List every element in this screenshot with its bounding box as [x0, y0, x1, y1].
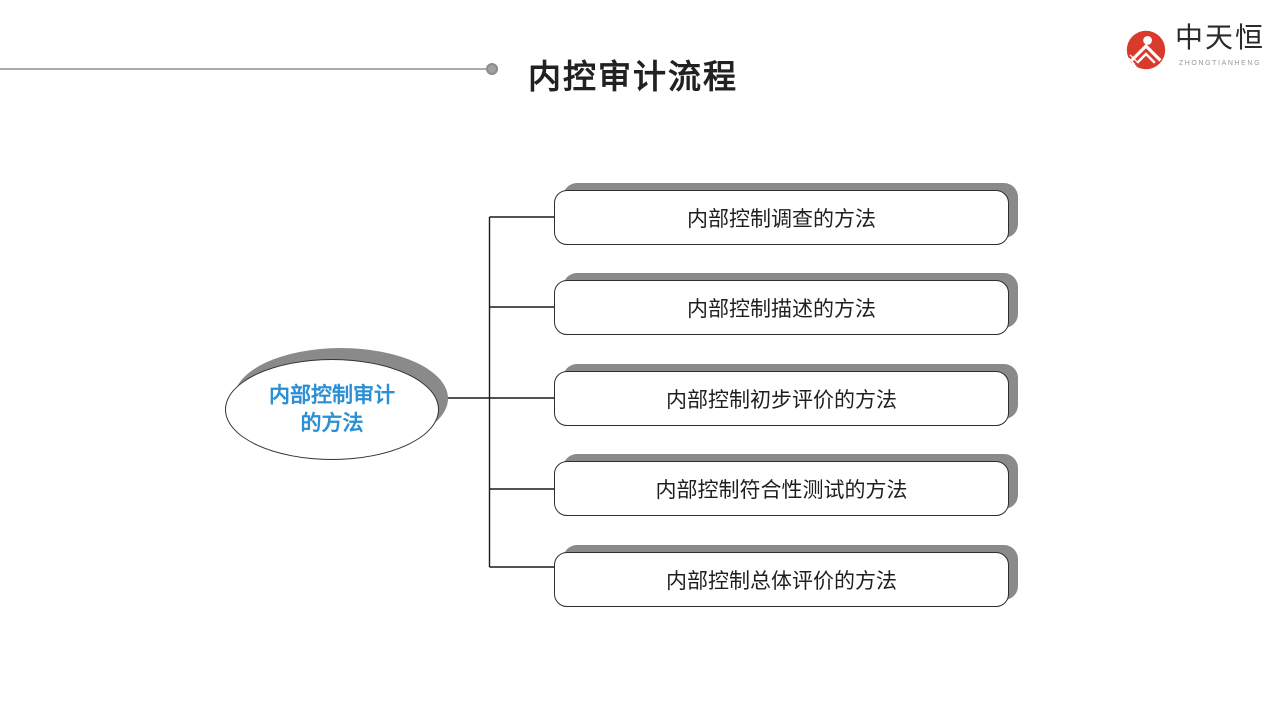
root-node-label: 内部控制审计 的方法 — [269, 384, 395, 435]
slide-title: 内控审计流程 — [528, 58, 738, 95]
logo-company-name: 中天恒 — [1174, 21, 1265, 54]
branch-box-preliminary-evaluation: 内部控制初步评价的方法 — [554, 371, 1009, 426]
company-logo: 中天恒 ZHONGTIANHENG — [1120, 18, 1270, 80]
branch-label: 内部控制调查的方法 — [687, 207, 876, 231]
logo-tagline: ZHONGTIANHENG — [1178, 59, 1262, 67]
branch-label: 内部控制初步评价的方法 — [666, 388, 897, 412]
root-node: 内部控制审计 的方法 — [225, 359, 439, 460]
branch-box-survey: 内部控制调查的方法 — [554, 190, 1009, 245]
branch-box-compliance-test: 内部控制符合性测试的方法 — [554, 461, 1009, 516]
branch-label: 内部控制总体评价的方法 — [666, 569, 897, 593]
header-divider-line — [0, 68, 486, 70]
branch-label: 内部控制符合性测试的方法 — [655, 478, 908, 502]
branch-box-overall-evaluation: 内部控制总体评价的方法 — [554, 552, 1009, 607]
logo-text-block: 中天恒 ZHONGTIANHENG — [1172, 18, 1268, 67]
mountain-logo-icon — [1126, 30, 1166, 70]
header-divider-dot-icon — [486, 63, 498, 75]
branch-label: 内部控制描述的方法 — [687, 297, 876, 321]
branch-box-description: 内部控制描述的方法 — [554, 280, 1009, 335]
